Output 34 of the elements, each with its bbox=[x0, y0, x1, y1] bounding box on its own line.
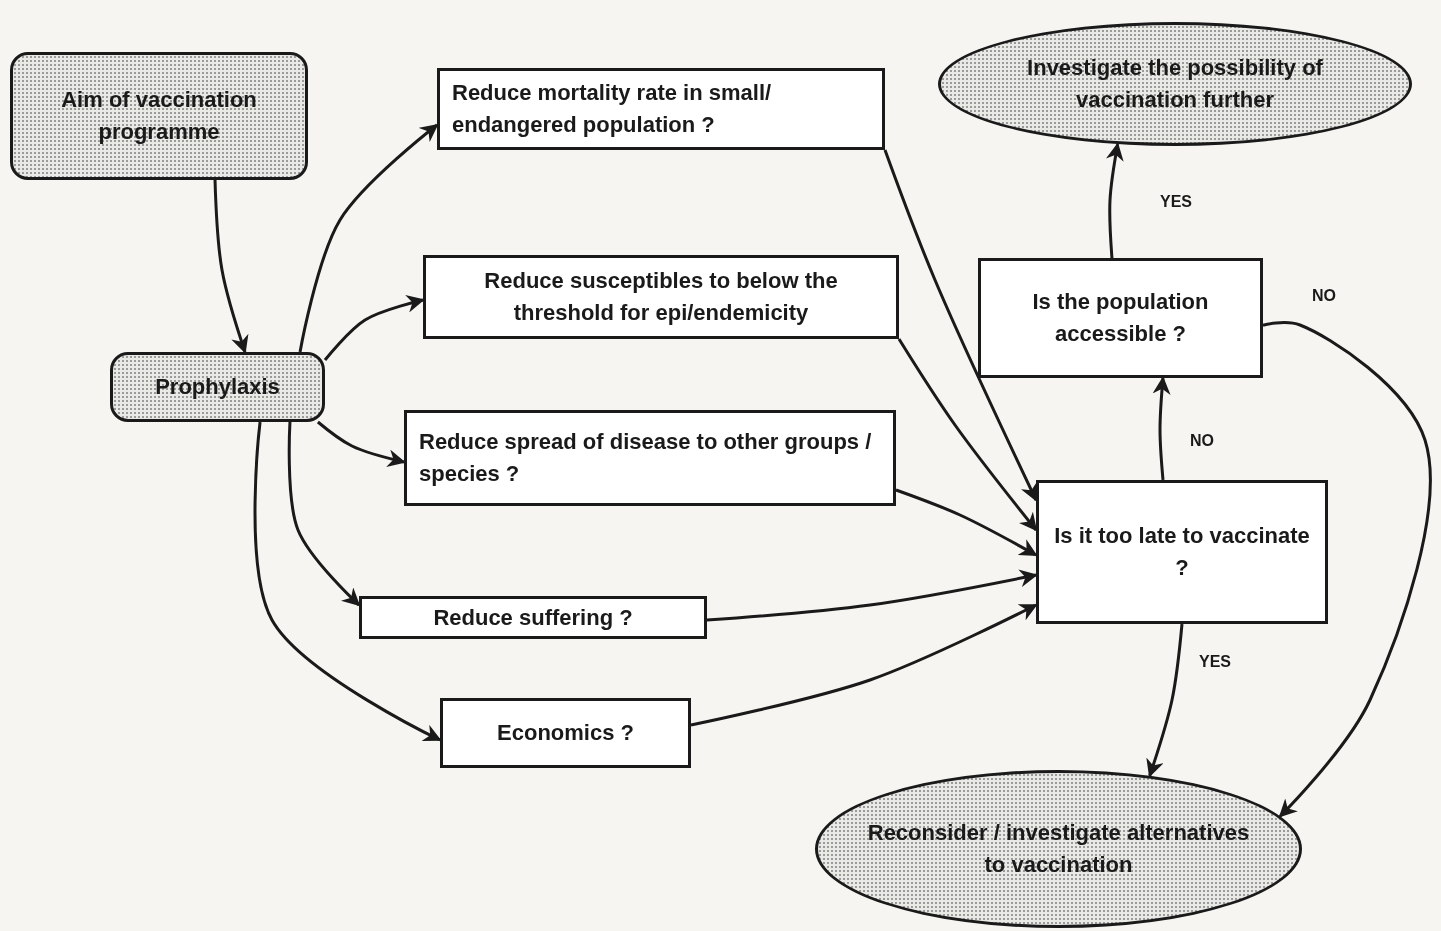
node-text: Is it too late to vaccinate ? bbox=[1053, 522, 1311, 582]
arrow bbox=[316, 420, 406, 468]
node-text: Aim of vaccination programme bbox=[60, 86, 258, 146]
arrow bbox=[897, 338, 1038, 532]
arrow bbox=[287, 421, 361, 607]
arrow bbox=[298, 123, 439, 353]
process-box bbox=[404, 410, 896, 506]
arrow bbox=[895, 488, 1038, 557]
node-text: Prophylaxis bbox=[155, 373, 280, 402]
arrow bbox=[323, 295, 425, 361]
node-text: Is the population accessible ? bbox=[1031, 288, 1210, 348]
arrow bbox=[690, 603, 1038, 727]
node-text: Reduce susceptibles to below the threshold for epi/endemicity bbox=[483, 267, 839, 327]
arrow bbox=[883, 149, 1038, 502]
rounded-box bbox=[110, 352, 325, 422]
arrow bbox=[213, 179, 249, 354]
process-box bbox=[437, 68, 885, 150]
process-box bbox=[978, 258, 1263, 378]
process-box bbox=[440, 698, 691, 768]
node-text: Economics ? bbox=[497, 719, 634, 748]
process-box bbox=[423, 255, 899, 339]
arrow bbox=[1152, 376, 1171, 481]
node-text: Investigate the possibility of vaccination further bbox=[1026, 54, 1324, 114]
node-text: Reconsider / investigate alternatives to vaccination bbox=[866, 819, 1251, 879]
arrow bbox=[1262, 321, 1432, 818]
arrow bbox=[1146, 623, 1184, 778]
process-box bbox=[1036, 480, 1328, 624]
arrow bbox=[253, 421, 442, 742]
node-text: Reduce mortality rate in small/ endangered population ? bbox=[452, 79, 773, 139]
process-box bbox=[359, 596, 707, 639]
node-text: Reduce suffering ? bbox=[433, 603, 633, 632]
arrow bbox=[706, 569, 1038, 622]
rounded-box bbox=[10, 52, 308, 180]
node-text: Reduce spread of disease to other groups / species ? bbox=[419, 428, 873, 488]
